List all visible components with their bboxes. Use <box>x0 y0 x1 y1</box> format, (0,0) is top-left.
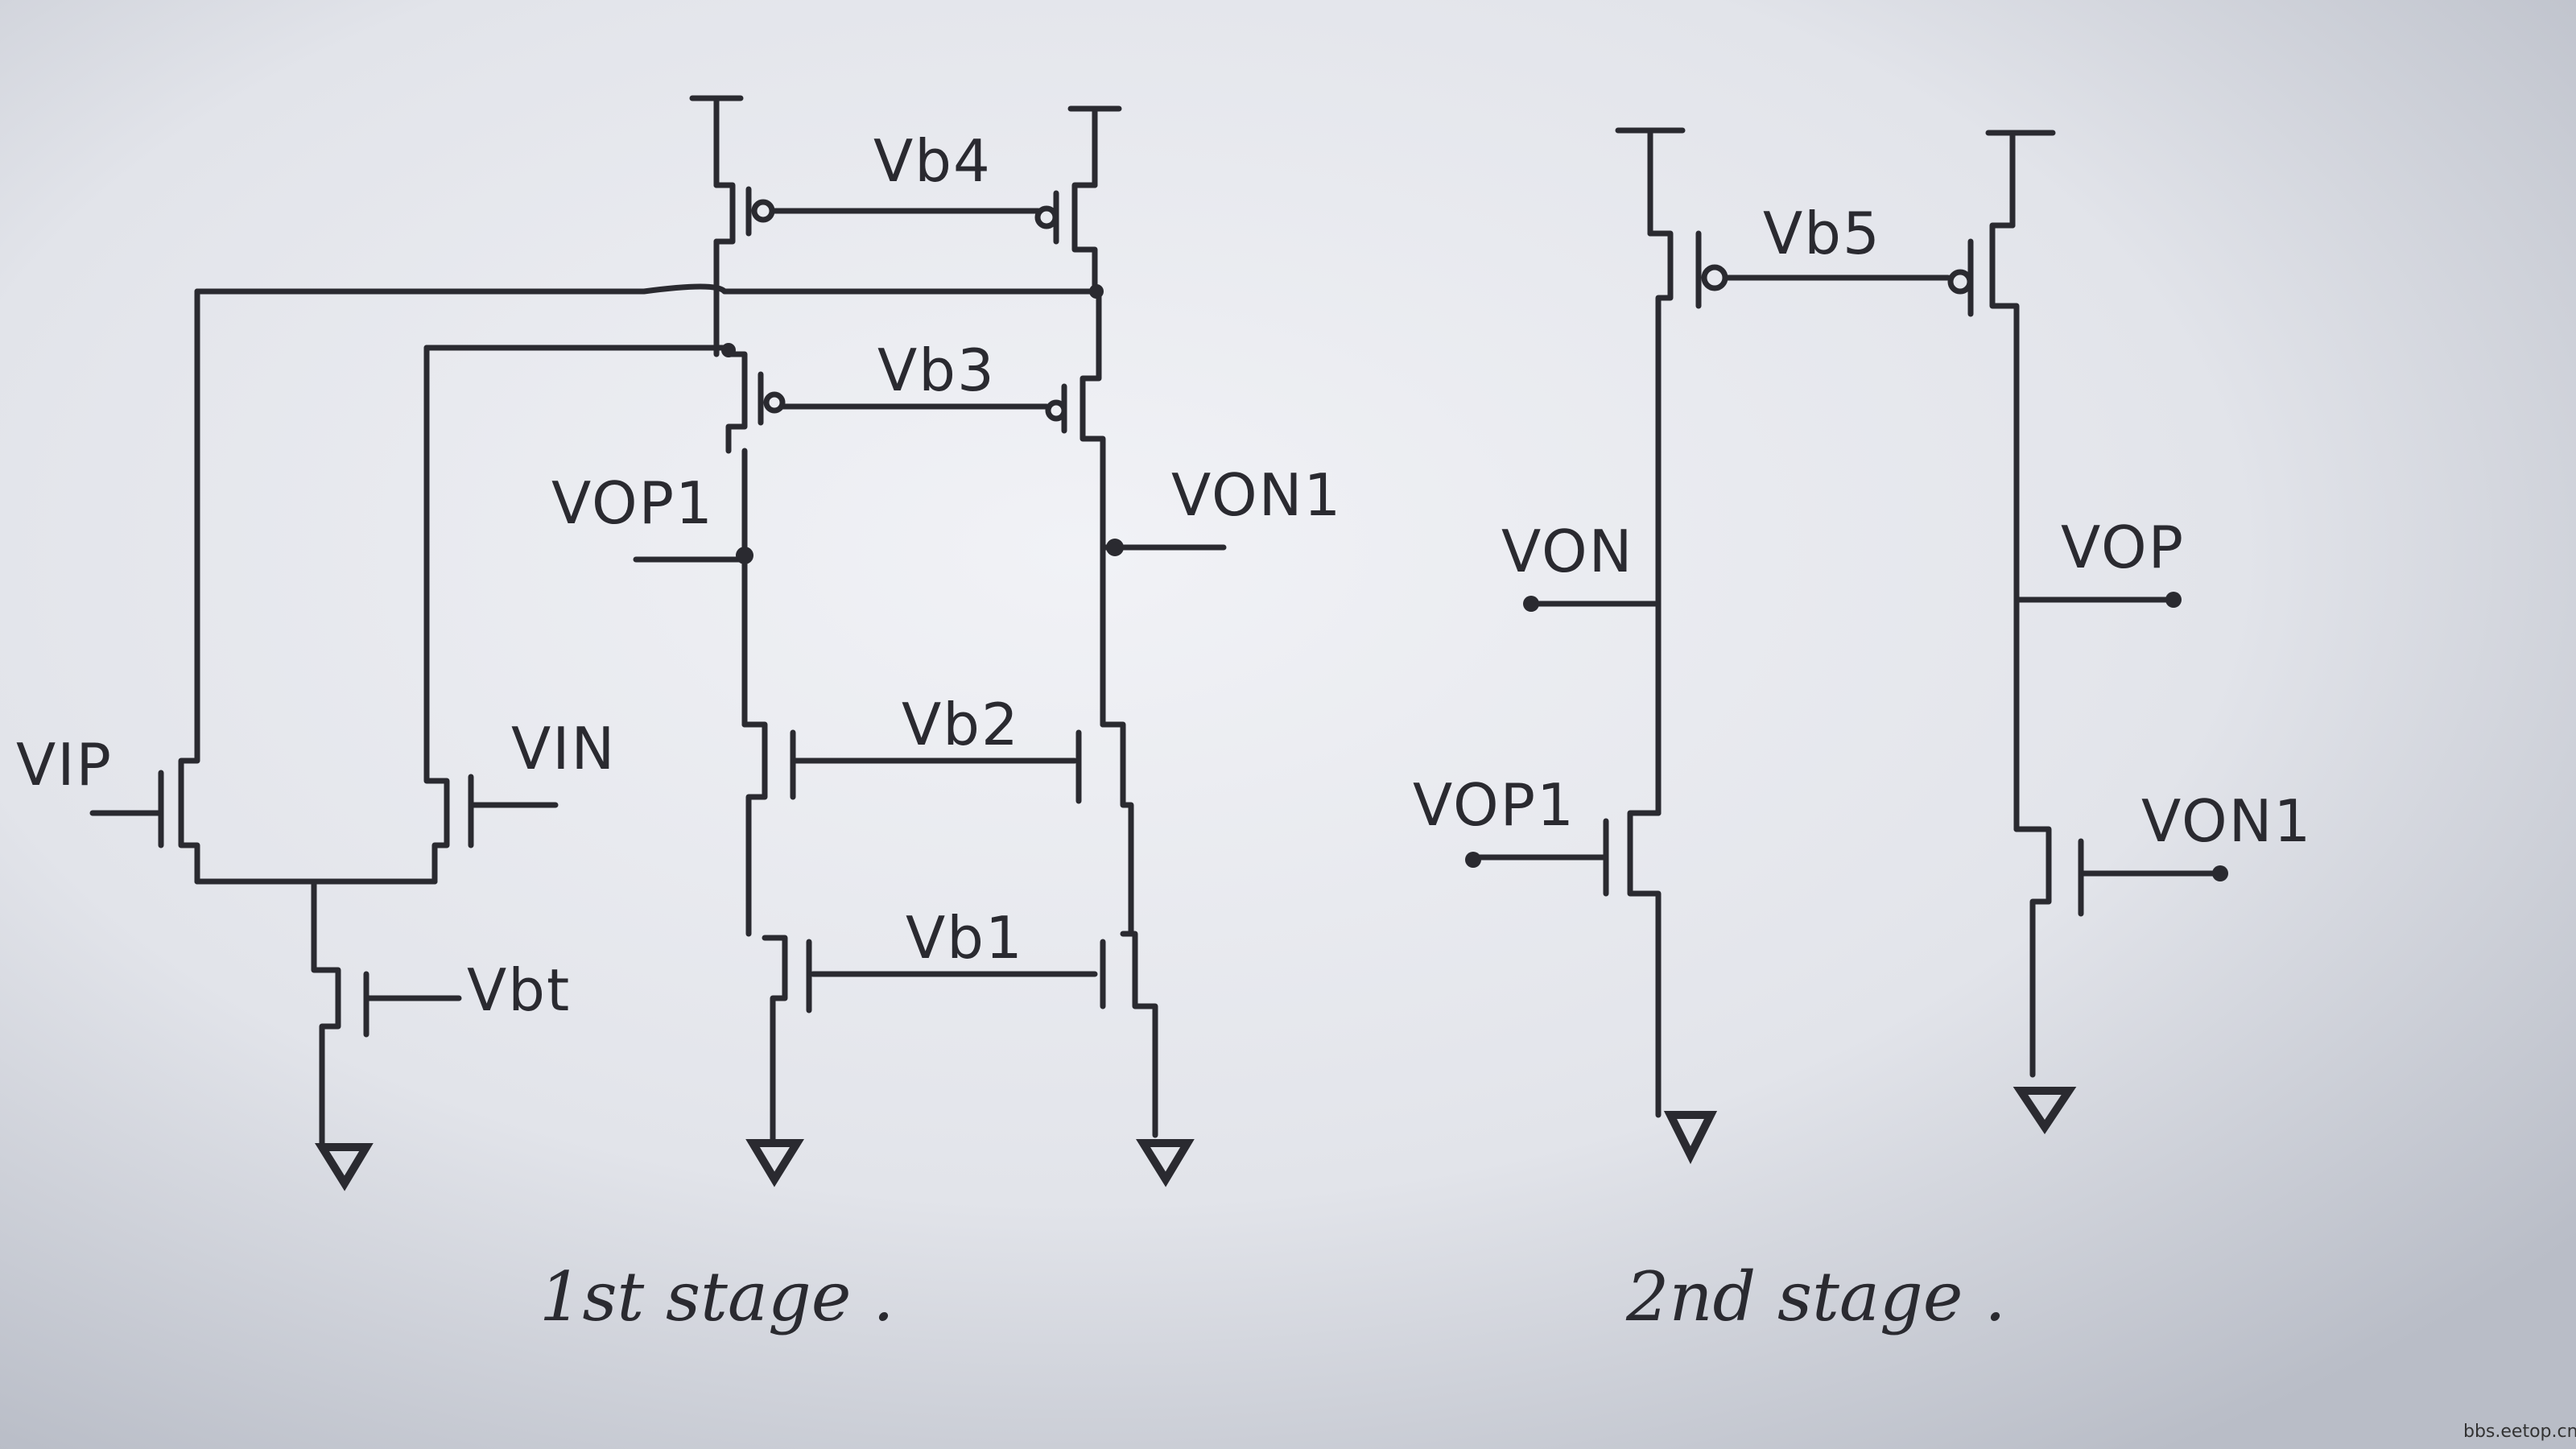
pmos-vb3-right <box>1061 288 1106 470</box>
nmos-vb1-right <box>1100 931 1158 1138</box>
nmos-vip <box>89 770 164 848</box>
nmos-von1-2nd <box>2013 826 2221 1078</box>
ground-tail <box>315 1143 374 1191</box>
pmos-vb3-left-bubble <box>763 391 786 414</box>
node-vop <box>2165 592 2182 608</box>
nmos-vop1-2nd <box>1470 810 1662 1118</box>
label-vb2: Vb2 <box>902 691 1020 758</box>
label-vb3: Vb3 <box>877 336 996 404</box>
label-vb5: Vb5 <box>1763 200 1881 267</box>
node-vop1 <box>736 547 753 564</box>
caption-stage1: 1st stage . <box>539 1257 894 1336</box>
node-von1 <box>1106 539 1124 556</box>
input-left-rail <box>178 288 200 885</box>
pmos-vb3-left <box>725 351 764 454</box>
cross-wire-vip <box>194 283 1098 295</box>
pmos-vb4-right <box>1053 182 1098 293</box>
nmos-vb2-left <box>741 721 796 937</box>
label-von: VON <box>1501 518 1634 585</box>
vdd-right-2 <box>1985 130 2056 229</box>
caption-stage2: 2nd stage . <box>1625 1257 2006 1336</box>
tail-nmos <box>311 878 462 1146</box>
label-vop1-2nd: VOP1 <box>1413 771 1575 839</box>
ground-right-column <box>1136 1139 1195 1187</box>
input-right-rail <box>423 345 450 885</box>
label-vop: VOP <box>2061 514 2185 581</box>
vdd-right-1 <box>1067 105 1122 188</box>
ground-left-column <box>745 1139 804 1187</box>
vdd-left-1 <box>689 95 744 188</box>
label-vbt: Vbt <box>467 956 571 1024</box>
node-von <box>1523 596 1539 612</box>
vdd-left-2 <box>1615 127 1686 237</box>
stage1-circuit <box>89 95 1227 1191</box>
ground-stage2-left <box>1663 1111 1718 1165</box>
label-vb1: Vb1 <box>906 904 1024 972</box>
stage2-circuit <box>1465 127 2228 1165</box>
ground-stage2-right <box>2013 1087 2077 1135</box>
node-von1-input <box>2212 865 2228 881</box>
nmos-vb2-right <box>1075 721 1134 937</box>
label-vin: VIN <box>511 715 616 782</box>
pmos-vb5-right <box>1967 222 2020 333</box>
label-vop1: VOP1 <box>551 469 714 537</box>
label-von1-2nd: VON1 <box>2141 787 2312 855</box>
nmos-vin <box>468 774 559 848</box>
label-vb4: Vb4 <box>873 127 992 195</box>
node-vop1-input <box>1465 852 1481 868</box>
label-von1: VON1 <box>1171 461 1342 529</box>
label-vip: VIP <box>16 731 113 799</box>
pmos-vb5-left <box>1647 230 1702 317</box>
nmos-vb1-left <box>762 935 812 1142</box>
watermark: bbs.eetop.cn <box>2463 1422 2576 1442</box>
